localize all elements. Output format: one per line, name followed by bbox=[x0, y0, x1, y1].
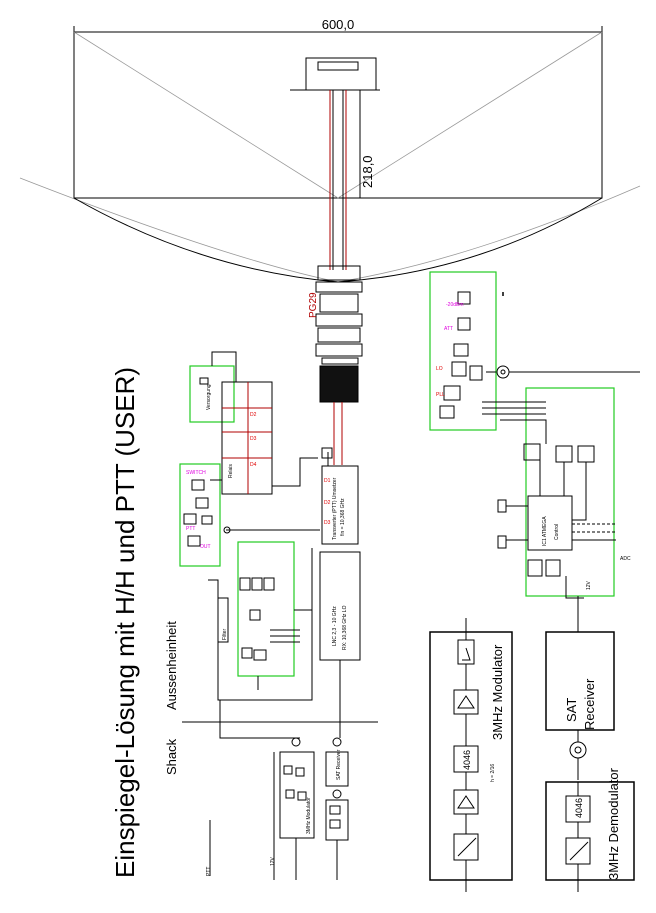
main-title: Einspiegel-Lösung mit H/H und PTT (USER) bbox=[110, 367, 140, 878]
svg-text:Transverter (PTT) Umsetzer: Transverter (PTT) Umsetzer bbox=[332, 477, 338, 540]
svg-text:Versorgung: Versorgung bbox=[206, 384, 212, 410]
svg-text:RX: 10,368 GHz LO: RX: 10,368 GHz LO bbox=[342, 605, 348, 650]
svg-text:-20dBm: -20dBm bbox=[446, 302, 464, 308]
svg-text:SWITCH: SWITCH bbox=[186, 470, 206, 476]
shack-box-right: SAT Receiver bbox=[325, 737, 349, 841]
demodulator-block bbox=[545, 781, 635, 892]
sequencer-box: Versorgung bbox=[189, 365, 235, 423]
shack-label: Shack bbox=[164, 738, 179, 775]
ic-4046-mod: 4046 bbox=[462, 750, 472, 770]
svg-text:ATT: ATT bbox=[444, 326, 453, 332]
feed-label: PG29 bbox=[308, 292, 319, 318]
wiring-right bbox=[482, 401, 616, 620]
control-box-right: IC1 ATMEGA Control bbox=[523, 387, 615, 597]
svg-text:D2: D2 bbox=[324, 500, 331, 506]
oscillator-box-left bbox=[237, 541, 300, 677]
svg-text:D3: D3 bbox=[250, 436, 257, 442]
h-eq-label: h = 2/16 bbox=[490, 764, 496, 782]
pll-box: -20dBm ATT LO PLL bbox=[429, 271, 497, 431]
relay-strip: D2 D3 D4 Relais bbox=[221, 381, 273, 495]
svg-text:SAT Receiver: SAT Receiver bbox=[336, 749, 342, 780]
svg-text:LNC 2,3 - 10 GHz: LNC 2,3 - 10 GHz bbox=[332, 606, 338, 646]
svg-text:12V: 12V bbox=[586, 580, 592, 590]
sat-line2: Receiver bbox=[582, 678, 597, 730]
svg-text:ADC: ADC bbox=[620, 556, 631, 562]
svg-text:PTT: PTT bbox=[186, 526, 195, 532]
svg-text:Relais: Relais bbox=[228, 464, 234, 478]
svg-text:OUT: OUT bbox=[200, 544, 211, 550]
svg-text:D4: D4 bbox=[250, 462, 257, 468]
ptt-label: PTT bbox=[206, 867, 212, 876]
demodulator-label: 3MHz Demodulator bbox=[606, 767, 621, 880]
svg-text:IC1 ATMEGA: IC1 ATMEGA bbox=[542, 516, 548, 546]
svg-text:D2: D2 bbox=[250, 412, 257, 418]
feed-coax bbox=[329, 90, 347, 270]
svg-text:Control: Control bbox=[554, 524, 560, 540]
modulator-label: 3MHz Modulator bbox=[490, 644, 505, 740]
wiring-left bbox=[208, 351, 320, 739]
control-box-left: SWITCH PTT OUT bbox=[179, 463, 221, 567]
svg-text:3MHz Modulator: 3MHz Modulator bbox=[306, 797, 312, 834]
dim-width-label: 600,0 bbox=[322, 17, 355, 32]
svg-text:D3: D3 bbox=[324, 520, 331, 526]
svg-text:PLL: PLL bbox=[436, 392, 445, 398]
v12-label: 12V bbox=[270, 856, 276, 866]
svg-text:LO: LO bbox=[436, 366, 443, 372]
ic-4046-demod: 4046 bbox=[574, 798, 584, 818]
feed-connector bbox=[315, 265, 363, 403]
svg-text:D1: D1 bbox=[324, 478, 331, 484]
center-module-top: Transverter (PTT) Umsetzer fin = 10,368 … bbox=[321, 465, 359, 545]
dish-outline bbox=[19, 26, 641, 283]
svg-text:Filter: Filter bbox=[222, 629, 228, 640]
aussen-label: Aussenheinheit bbox=[164, 621, 179, 710]
sat-line1: SAT bbox=[564, 698, 579, 722]
dim-depth-label: 218,0 bbox=[360, 155, 375, 188]
sat-receiver-block bbox=[545, 618, 615, 780]
svg-text:fin = 10,368 GHz: fin = 10,368 GHz bbox=[340, 498, 346, 536]
modulator-block bbox=[429, 618, 513, 892]
shack-box-left: 3MHz Modulator bbox=[279, 737, 315, 839]
center-module-bottom: LNC 2,3 - 10 GHz RX: 10,368 GHz LO bbox=[319, 551, 361, 661]
